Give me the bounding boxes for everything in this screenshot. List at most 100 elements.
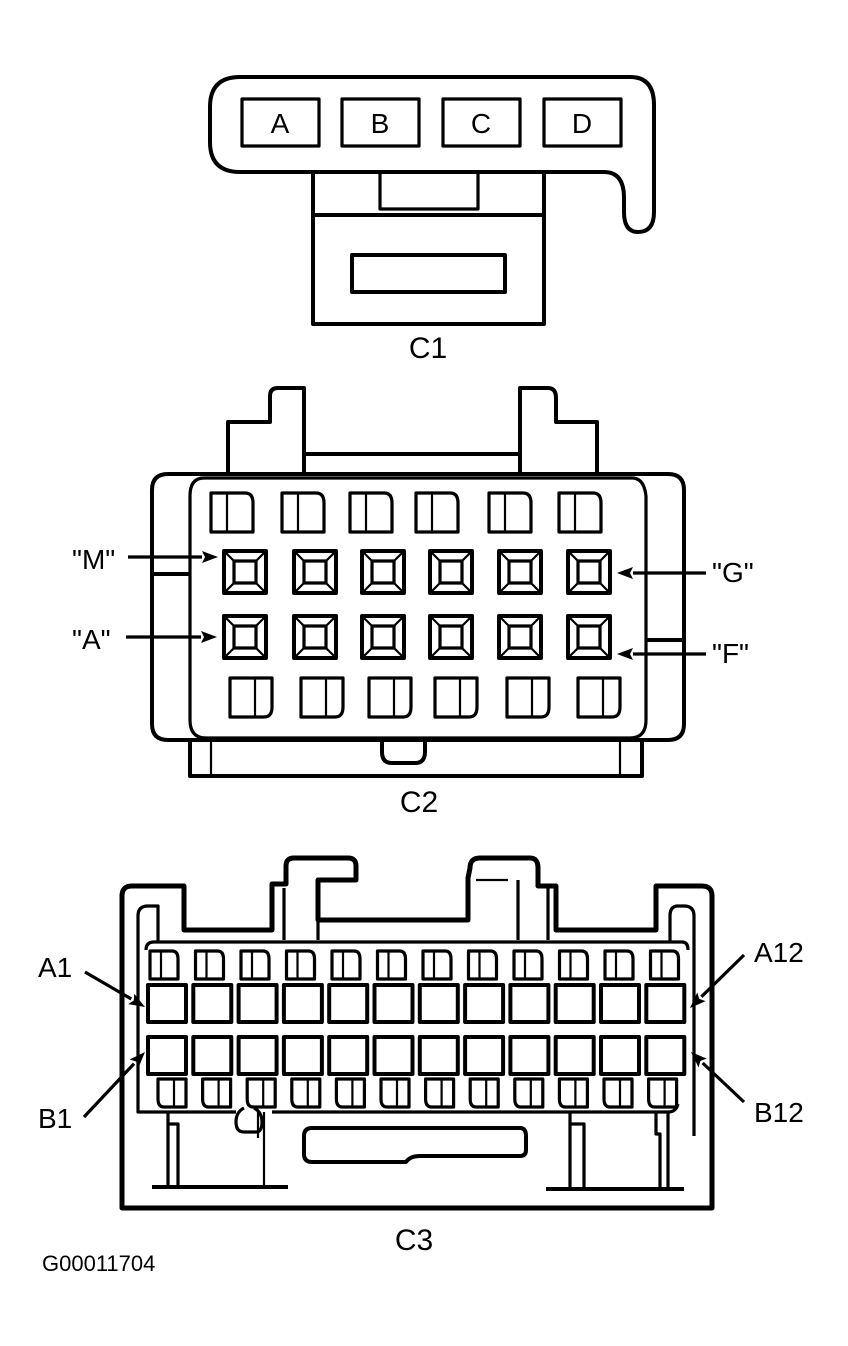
c3-row-b-cavity — [599, 1035, 641, 1076]
c1-cavity-letter: A — [271, 108, 290, 139]
c2-bottom-cavity — [228, 676, 274, 719]
c2-cavity-bevel — [599, 647, 611, 659]
c2-outer-housing — [150, 472, 686, 742]
c1-cavity-box — [340, 97, 421, 148]
c2-cavity-bevel — [461, 615, 473, 627]
c2-cavity-outer — [566, 549, 612, 595]
c2-terminal-cavity — [222, 614, 268, 660]
c2-cavity-outer — [360, 614, 406, 660]
c3-right-foot — [568, 1112, 670, 1188]
c3-callout-arrow — [690, 953, 746, 1008]
c2-bottom-plate — [188, 740, 644, 778]
c3-row-a-cavity — [372, 983, 415, 1024]
callout-arrowhead — [690, 992, 706, 1008]
c2-cavity-bevel — [361, 582, 373, 594]
c2-cavity-bevel — [293, 550, 305, 562]
c2-callout-arrow — [617, 567, 706, 579]
c2-terminal-cavity — [566, 614, 612, 660]
c3-row-a-cavity — [146, 983, 188, 1024]
c3-callout-arrow — [691, 1052, 746, 1104]
callout-arrow-shaft — [84, 970, 132, 1001]
c3-top-cavity — [648, 949, 681, 981]
c1-cavity-letter: D — [572, 108, 592, 139]
c3-right-rail — [668, 904, 696, 1136]
c3-bottom-slot — [302, 1126, 528, 1164]
c1-cavity-letter: C — [471, 108, 491, 139]
c2-cavity-inner — [576, 624, 602, 650]
c2-cavity-inner — [507, 559, 533, 585]
c3-top-cavity — [239, 949, 271, 981]
callout-arrowhead — [129, 1052, 145, 1068]
c3-row-b-cavity — [417, 1035, 460, 1076]
c2-cavity-outer — [497, 549, 543, 595]
c1-cavity: D — [542, 97, 623, 148]
c3-row-b-cavity — [644, 1035, 687, 1076]
c3-callout-label: B1 — [38, 1103, 72, 1134]
c2-cavity-inner — [576, 559, 602, 585]
c2-cavity-outer — [497, 614, 543, 660]
c2-cavity-bevel — [530, 615, 542, 627]
c2-callout-label: "F" — [712, 638, 749, 669]
c1-cavity: C — [441, 97, 522, 148]
c3-top-cavity — [375, 949, 408, 981]
c3-callout-label: A12 — [754, 937, 804, 968]
c3-row-b-cavity — [236, 1035, 279, 1076]
c1-cavity: A — [240, 97, 321, 148]
c1-label: C1 — [409, 332, 447, 365]
c2-callout-arrow — [617, 648, 706, 660]
c2-cavity-bevel — [429, 647, 441, 659]
c2-bottom-cavity — [433, 676, 479, 719]
c2-cavity-outer — [428, 614, 474, 660]
c2-terminal-cavity — [222, 549, 268, 595]
c2-callout-arrow — [128, 551, 218, 563]
c3-bottom-cavity — [201, 1077, 233, 1109]
c2-cavity-bevel — [325, 615, 337, 627]
c2-terminal-cavity — [497, 614, 543, 660]
c2-cavity-bevel — [599, 615, 611, 627]
c2-cavity-bevel — [293, 615, 305, 627]
c2-label: C2 — [400, 786, 438, 819]
c3-top-cavity — [603, 949, 635, 981]
c2-cavity-bevel — [223, 582, 235, 594]
c2-top-cavity — [414, 491, 460, 534]
c2-cavity-bevel — [393, 550, 405, 562]
c3-top-cavity — [148, 949, 180, 981]
c3-callout: A1 — [38, 952, 145, 1007]
c3-bottom-cavity — [379, 1077, 411, 1109]
c2-cavity-inner — [232, 559, 258, 585]
c3-row-b-cavity — [281, 1035, 324, 1076]
callout-arrowhead — [617, 567, 633, 579]
c2-cavity-bevel — [429, 550, 441, 562]
c2-cavity-bevel — [361, 615, 373, 627]
c2-callout: "F" — [617, 638, 749, 669]
c2-cavity-outer — [222, 614, 268, 660]
c2-cavity-bevel — [223, 550, 235, 562]
c2-cavity-outer — [428, 549, 474, 595]
c2-callout: "A" — [72, 624, 217, 655]
c2-cavity-inner — [370, 559, 396, 585]
c3-row-a-cavity — [599, 983, 641, 1024]
c2-terminal-cavity — [360, 614, 406, 660]
callout-arrowhead — [201, 631, 217, 643]
c2-cavity-bevel — [293, 582, 305, 594]
c3-row-b-cavity — [553, 1035, 596, 1076]
c3-top-cavity — [284, 949, 317, 981]
c3-top-cavity — [512, 949, 544, 981]
c2-cavity-bevel — [393, 582, 405, 594]
c2-top-cavity — [280, 491, 326, 534]
c2-cavity-bevel — [325, 582, 337, 594]
c3-left-foot — [166, 1112, 180, 1186]
c2-terminal-cavity — [292, 614, 338, 660]
c3-callout-label: B12 — [754, 1097, 804, 1128]
c3-row-b-cavity — [327, 1035, 370, 1076]
c2-inner-face — [188, 476, 648, 740]
c2-terminal-cavity — [428, 549, 474, 595]
c3-top-cavity — [330, 949, 362, 981]
c2-right-latch — [518, 386, 599, 474]
c3-top-cavity — [193, 949, 226, 981]
c2-cavity-bevel — [361, 550, 373, 562]
c3-row-a-cavity — [508, 983, 551, 1024]
c2-cavity-bevel — [223, 615, 235, 627]
